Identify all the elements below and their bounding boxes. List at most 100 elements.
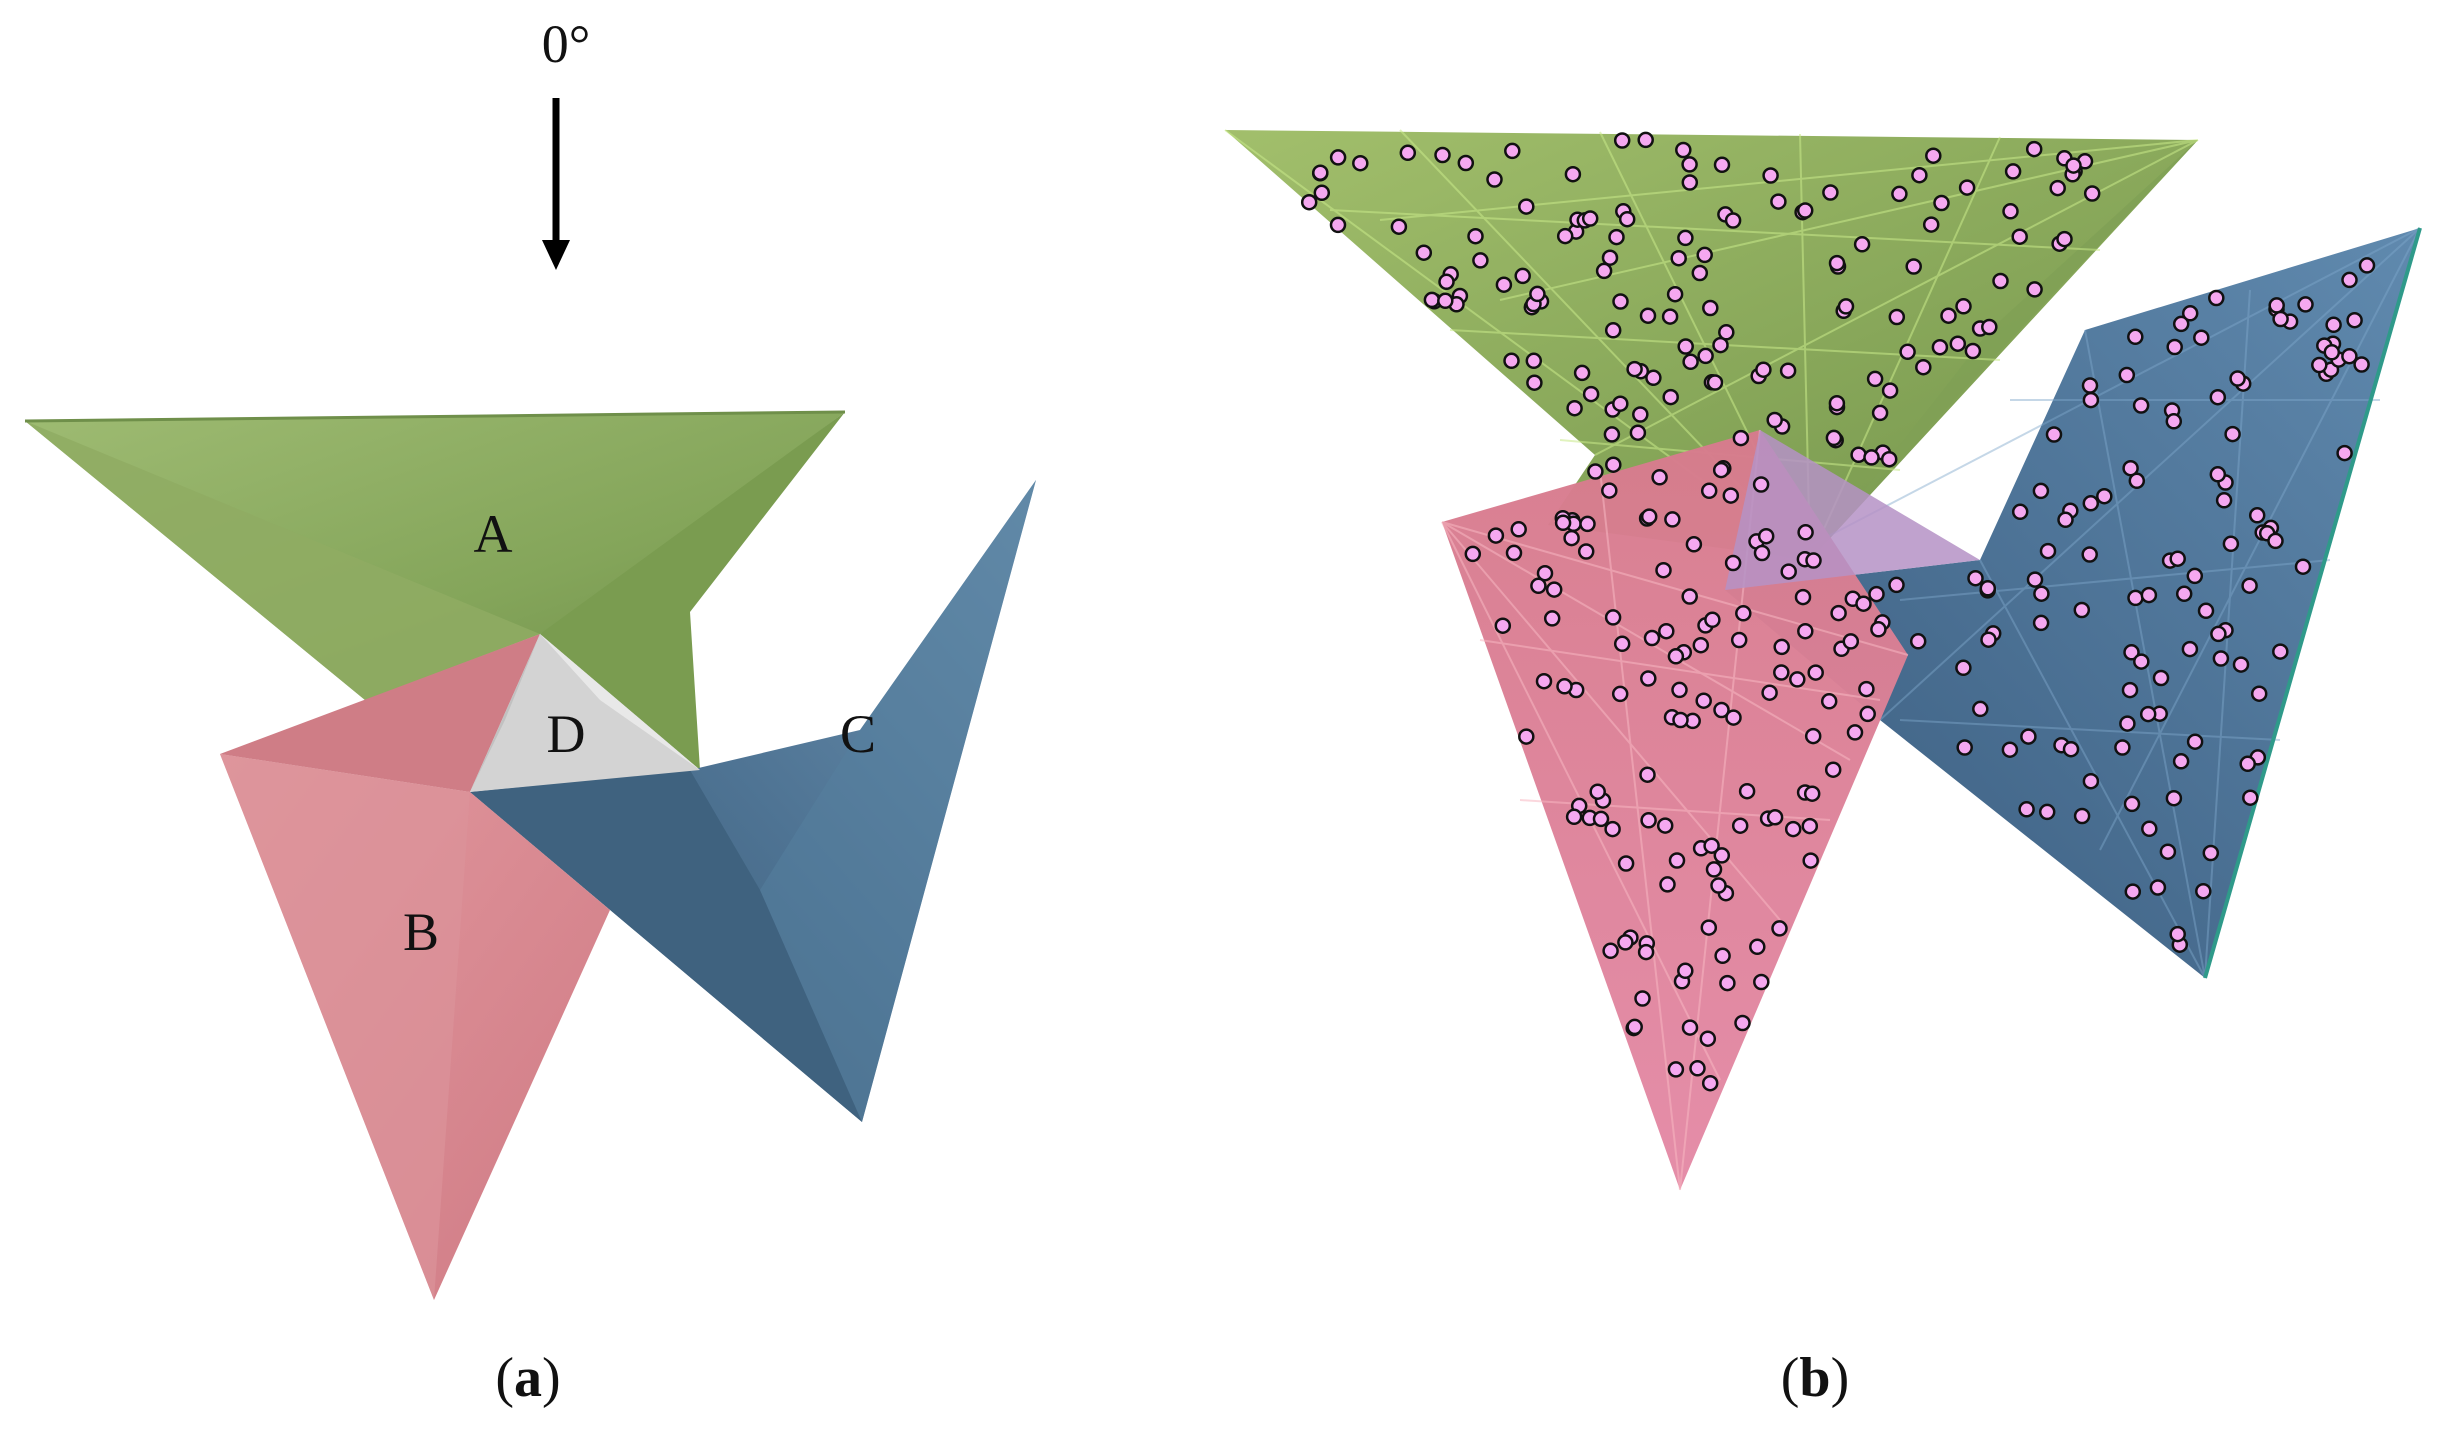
marker-point: [1967, 569, 1984, 587]
marker-point: [1612, 395, 1629, 412]
marker-point: [1724, 554, 1742, 572]
marker-point: [1905, 258, 1922, 275]
marker-point: [2175, 585, 2193, 603]
marker-point: [1352, 154, 1369, 172]
marker-point: [1457, 154, 1475, 172]
marker-point: [1699, 1030, 1717, 1047]
marker-point: [1718, 324, 1735, 341]
marker-point: [1692, 636, 1710, 654]
marker-point: [1329, 149, 1347, 166]
marker-point: [1675, 141, 1692, 159]
marker-point: [1773, 638, 1790, 656]
marker-point: [1757, 527, 1775, 545]
marker-point: [1434, 146, 1451, 164]
marker-point: [1601, 482, 1618, 499]
marker-point: [1981, 318, 1998, 336]
marker-point: [1556, 678, 1573, 695]
marker-point: [1803, 785, 1821, 802]
marker-point: [1390, 218, 1408, 235]
marker-point: [1581, 210, 1599, 227]
marker-point: [1526, 374, 1543, 391]
marker-point: [1587, 463, 1604, 480]
marker-point: [1734, 1014, 1751, 1032]
marker-point: [2139, 705, 2157, 723]
marker-point: [1766, 809, 1784, 826]
marker-point: [2127, 589, 2144, 607]
marker-point: [1677, 229, 1694, 247]
marker-point: [1762, 167, 1779, 184]
marker-point: [2311, 356, 2328, 374]
marker-point: [1761, 684, 1778, 701]
marker-point: [2186, 567, 2204, 585]
marker-point: [1696, 246, 1713, 264]
marker-point: [2267, 532, 2284, 550]
marker-point: [2323, 344, 2341, 361]
marker-point: [1603, 426, 1621, 443]
marker-point: [1797, 524, 1814, 541]
marker-point: [1662, 388, 1679, 406]
marker-point: [1710, 877, 1727, 894]
part-a-label: A: [474, 504, 513, 564]
marker-point: [1955, 659, 1972, 677]
marker-point: [2123, 795, 2141, 813]
marker-point: [1820, 693, 1838, 710]
marker-point: [2341, 271, 2358, 289]
marker-points: [1300, 131, 2376, 1092]
marker-point: [1604, 820, 1621, 838]
part-d-shape: [470, 634, 700, 792]
marker-point: [1613, 132, 1631, 149]
marker-point: [2032, 482, 2050, 500]
marker-point: [1682, 353, 1699, 371]
marker-point: [2210, 625, 2227, 643]
marker-point: [1863, 449, 1880, 466]
marker-point: [1681, 1019, 1699, 1036]
marker-point: [2202, 844, 2220, 862]
marker-point: [1713, 847, 1731, 864]
marker-point: [1618, 210, 1636, 228]
marker-point: [1670, 249, 1687, 267]
marker-point: [1824, 761, 1842, 778]
marker-point: [1626, 360, 1643, 378]
marker-point: [1992, 272, 2009, 290]
marker-point: [1577, 543, 1595, 560]
marker-point: [1464, 545, 1482, 563]
marker-point: [1664, 511, 1681, 528]
marker-point: [1753, 544, 1771, 562]
marker-point: [1881, 382, 1899, 399]
marker-point: [1794, 588, 1812, 606]
marker-point: [1582, 385, 1600, 403]
marker-point: [2119, 715, 2136, 732]
marker-point: [1703, 837, 1720, 854]
marker-point: [1613, 635, 1631, 653]
marker-point: [1399, 144, 1417, 162]
marker-point: [1525, 352, 1543, 370]
marker-point: [1735, 605, 1752, 622]
marker-point: [2172, 315, 2190, 333]
marker-point: [1714, 947, 1731, 965]
marker-point: [1637, 131, 1654, 149]
marker-point: [2353, 356, 2370, 373]
marker-point: [1535, 672, 1553, 690]
part-d-label: D: [547, 704, 586, 764]
marker-point: [1891, 185, 1908, 203]
marker-point: [1695, 692, 1712, 709]
marker-point: [1300, 193, 1318, 211]
marker-point: [1704, 611, 1721, 629]
marker-point: [1504, 142, 1521, 160]
marker-point: [2025, 140, 2043, 158]
marker-point: [2165, 789, 2183, 807]
marker-point: [1681, 156, 1698, 173]
marker-point: [1700, 482, 1718, 500]
marker-point: [1681, 174, 1699, 191]
marker-point: [1637, 943, 1655, 961]
marker-point: [1700, 919, 1718, 936]
marker-point: [2082, 772, 2100, 790]
marker-point: [1589, 783, 1606, 800]
marker-point: [2212, 650, 2230, 667]
marker-point: [2096, 487, 2113, 505]
marker-point: [1438, 273, 1455, 291]
marker-point: [1855, 595, 1872, 612]
marker-point: [1825, 429, 1843, 447]
marker-point: [2232, 656, 2250, 673]
